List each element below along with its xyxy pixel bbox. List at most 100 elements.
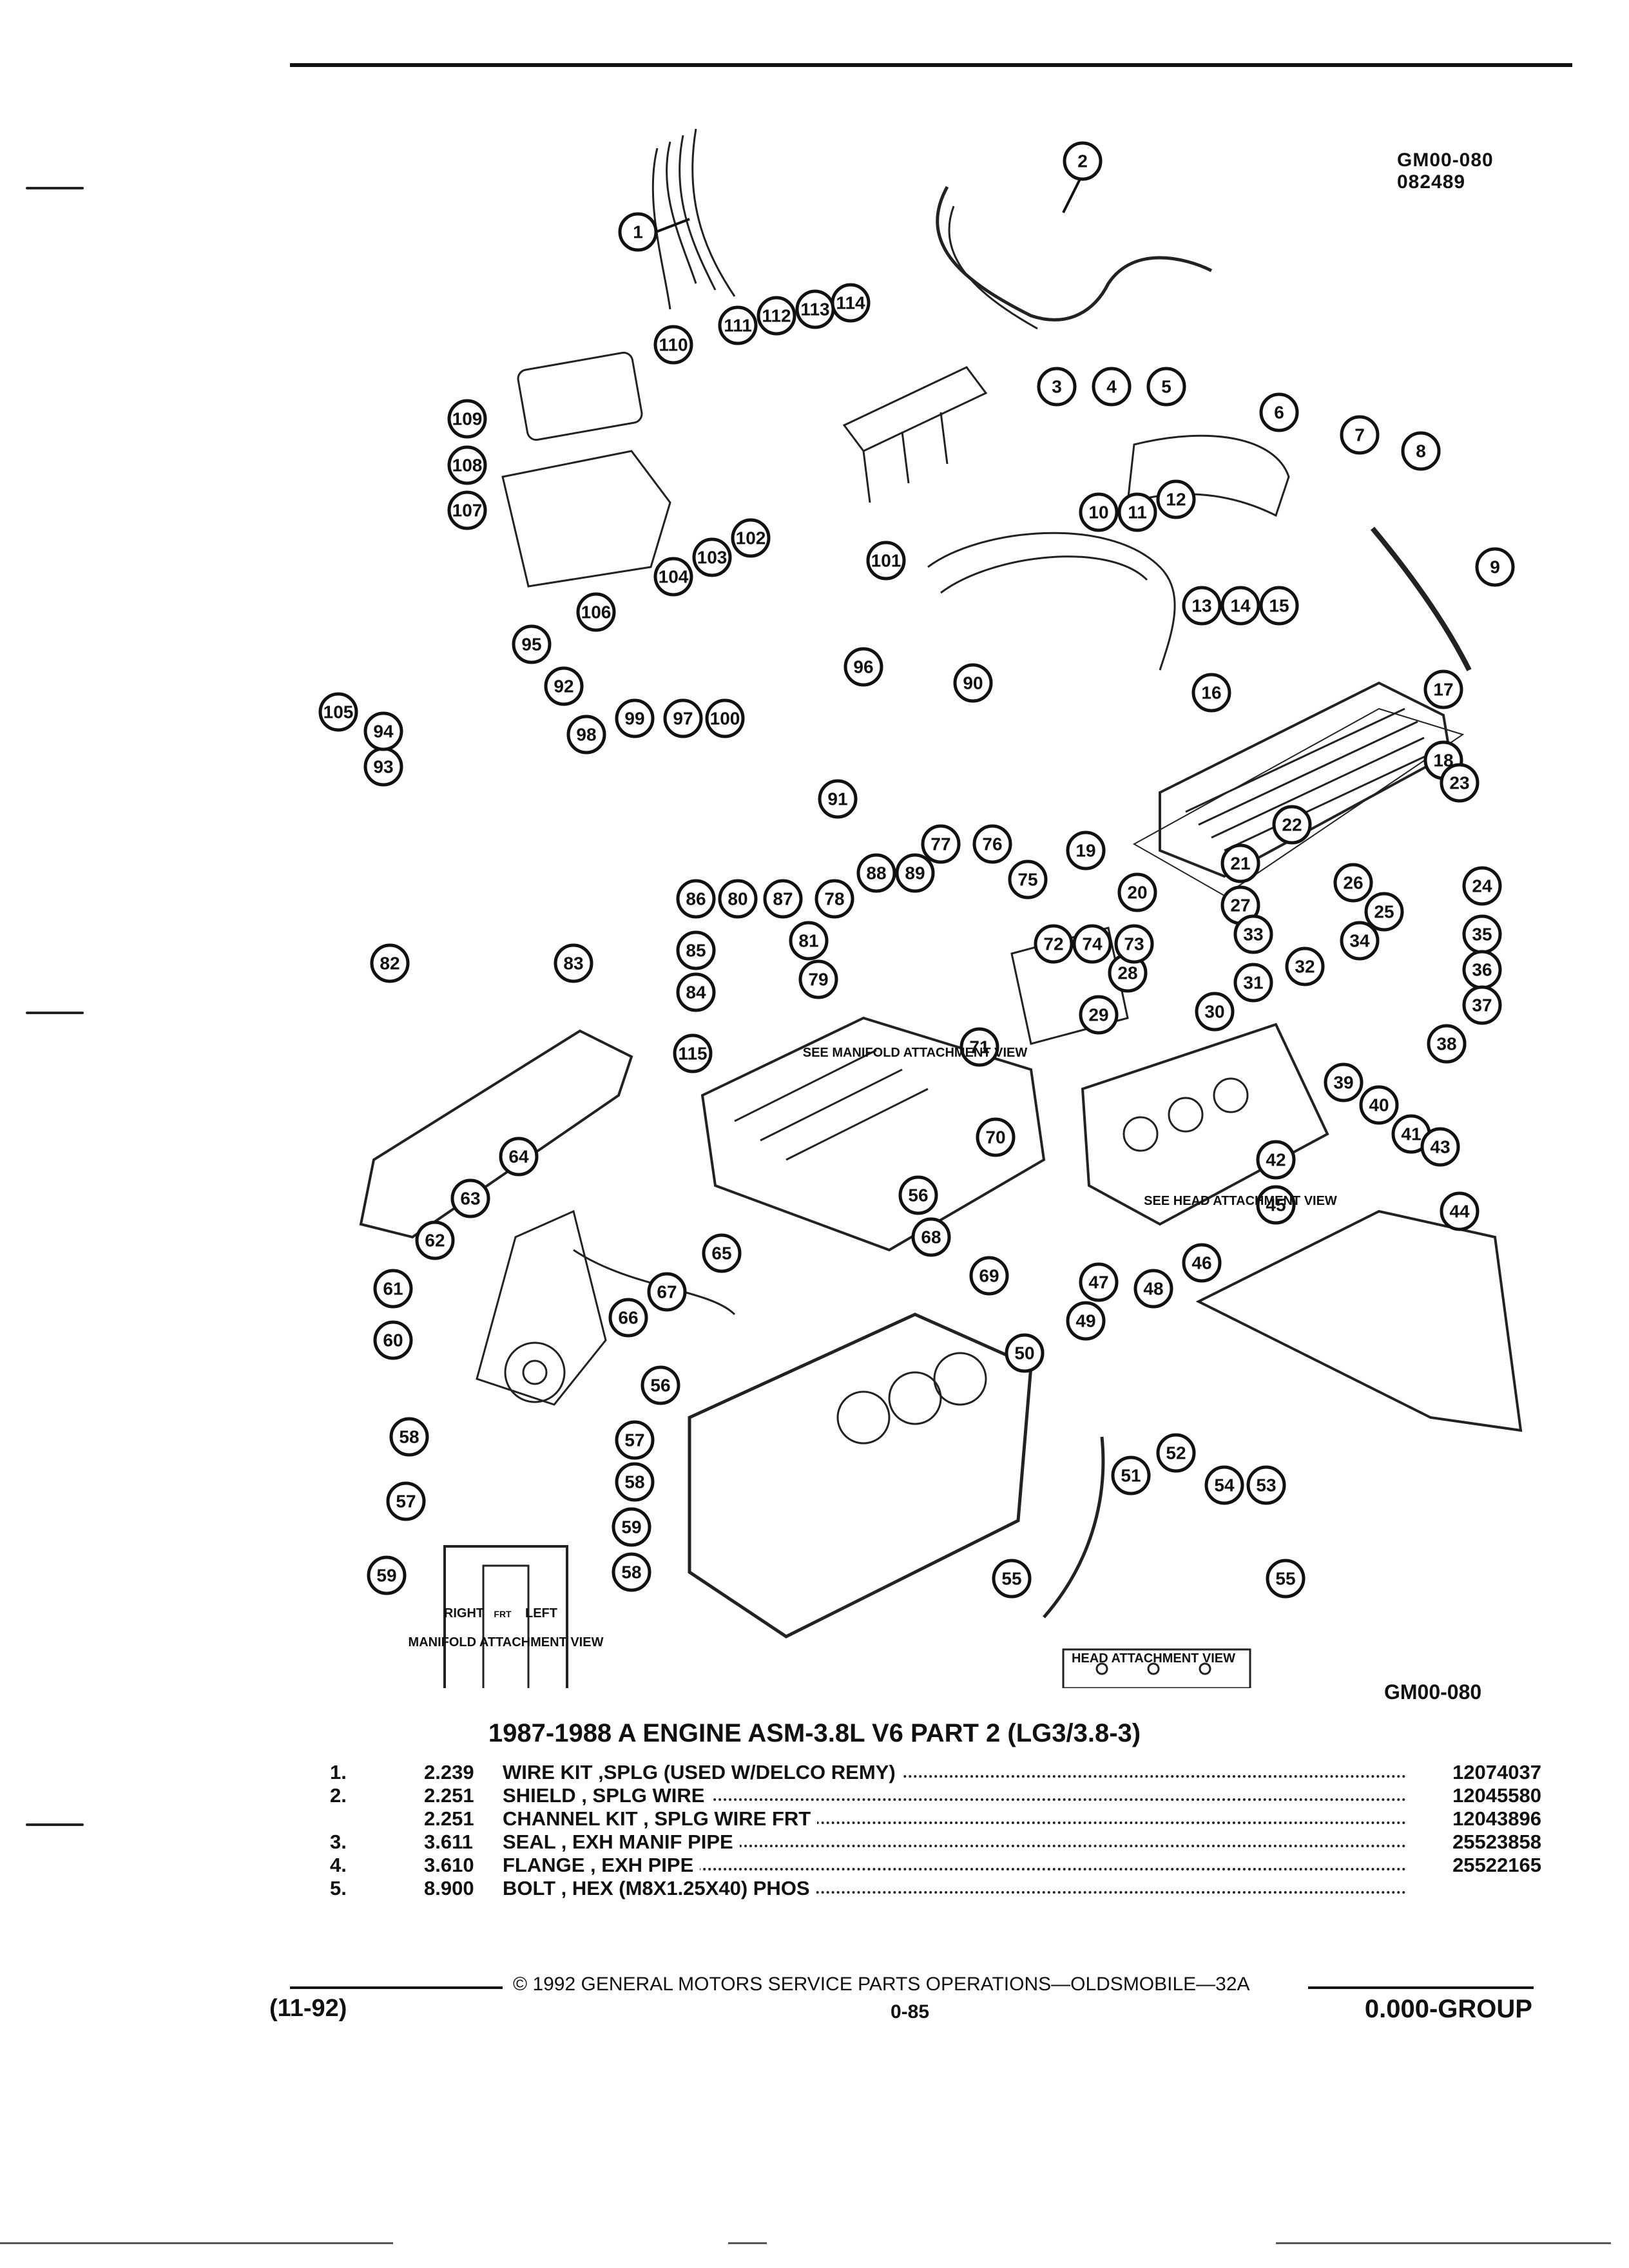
note-see-head: SEE HEAD ATTACHMENT VIEW	[1144, 1194, 1337, 1208]
callout-bubble: 70	[976, 1117, 1016, 1157]
callout-109: 109	[452, 409, 483, 429]
callout-65: 65	[711, 1244, 731, 1264]
callout-23: 23	[1449, 773, 1469, 793]
callout-bubble: 58	[615, 1462, 655, 1502]
callout-50: 50	[1014, 1343, 1034, 1363]
callout-bubble: 77	[921, 824, 961, 864]
callout-bubble: 108	[447, 445, 487, 485]
callout-bubble: 99	[615, 698, 655, 738]
callout-bubble: 79	[798, 959, 838, 999]
callout-bubble: 50	[1005, 1333, 1045, 1373]
callout-97: 97	[673, 709, 693, 729]
callout-bubble: 96	[843, 647, 883, 687]
callout-bubble: 80	[718, 879, 758, 919]
part-number: 25522165	[1446, 1854, 1541, 1877]
callout-bubble: 67	[647, 1272, 687, 1312]
callout-57b: 57	[396, 1492, 416, 1512]
part-number-index: 1.	[330, 1761, 347, 1783]
callout-bubble: 25	[1364, 892, 1404, 932]
callout-34: 34	[1349, 931, 1370, 951]
callout-bubble: 82	[370, 943, 410, 983]
leader-dots	[503, 1798, 1406, 1801]
exploded-view-diagram: 1 2 3 4 5 6 7 8 9 10 11 12 13 14 15 16 1…	[271, 116, 1547, 1715]
callout-bubble: 64	[499, 1137, 539, 1177]
revision-date: (11-92)	[269, 1995, 347, 2022]
part-row: 2.251 CHANNEL KIT , SPLG WIRE FRT 120438…	[330, 1807, 1541, 1831]
figure-date: 082489	[1397, 171, 1466, 193]
callout-19: 19	[1075, 841, 1095, 861]
callout-10: 10	[1088, 503, 1108, 523]
group-label: 0.000-GROUP	[1364, 1995, 1532, 2023]
callout-114: 114	[836, 293, 865, 313]
callout-26: 26	[1343, 873, 1363, 893]
callout-73: 73	[1124, 934, 1144, 954]
label-manifold-view: MANIFOLD ATTACHMENT VIEW	[409, 1635, 604, 1649]
callout-bubble: 7	[1340, 415, 1380, 455]
callout-bubble: 104	[653, 557, 693, 597]
callout-bubble: 93	[363, 747, 403, 787]
callout-47: 47	[1088, 1273, 1108, 1293]
callout-bubble: 59	[367, 1555, 407, 1595]
callout-bubble: 34	[1340, 921, 1380, 961]
callout-bubble: 81	[789, 921, 829, 961]
callout-48: 48	[1143, 1279, 1163, 1299]
callout-63: 63	[460, 1189, 480, 1209]
callout-bubble: 23	[1440, 763, 1480, 803]
part-number: 12043896	[1446, 1807, 1541, 1831]
part-callouts: 1 2 3 4 5 6 7 8 9 10 11 12 13 14 15 16 1…	[318, 141, 1515, 1599]
callout-bubble: 112	[757, 296, 796, 336]
callout-36: 36	[1472, 960, 1492, 980]
callout-bubble: 16	[1191, 673, 1231, 713]
callout-bubble: 11	[1117, 492, 1157, 532]
callout-25: 25	[1374, 902, 1394, 922]
part-description: SHIELD , SPLG WIRE	[503, 1784, 711, 1807]
callout-108: 108	[452, 456, 483, 476]
callout-bubble: 42	[1256, 1140, 1296, 1180]
label-left: LEFT	[525, 1606, 557, 1620]
callout-bubble: 97	[663, 698, 703, 738]
callout-bubble: 114	[831, 283, 871, 323]
callout-72: 72	[1043, 934, 1063, 954]
callout-60: 60	[383, 1331, 403, 1350]
callout-bubble: 36	[1462, 950, 1502, 990]
callout-bubble: 62	[415, 1220, 455, 1260]
leader-dots	[503, 1821, 1406, 1824]
callout-103: 103	[697, 548, 728, 568]
callout-43: 43	[1430, 1137, 1450, 1157]
callout-13: 13	[1191, 596, 1211, 616]
callout-bubble: 107	[447, 490, 487, 530]
callout-bubble: 40	[1359, 1085, 1399, 1125]
callout-21: 21	[1230, 854, 1250, 874]
callout-bubble: 12	[1156, 479, 1196, 519]
callout-95: 95	[521, 635, 541, 655]
callout-96: 96	[853, 657, 873, 677]
callout-17: 17	[1433, 680, 1453, 700]
callout-bubble: 72	[1034, 924, 1074, 964]
callout-bubble: 83	[554, 943, 593, 983]
callout-100: 100	[710, 709, 740, 729]
callout-88: 88	[866, 863, 886, 883]
callout-bubble: 106	[576, 592, 616, 632]
callout-38: 38	[1436, 1034, 1456, 1054]
callout-bubble: 43	[1420, 1127, 1460, 1167]
callout-bubble: 56	[641, 1365, 680, 1405]
callout-87: 87	[773, 889, 793, 909]
callout-bubble: 9	[1475, 547, 1515, 587]
callout-bubble: 74	[1072, 924, 1112, 964]
part-number: 25523858	[1446, 1831, 1541, 1854]
callout-bubble: 105	[318, 692, 358, 732]
bottom-rule	[1276, 2242, 1611, 2244]
callout-106: 106	[581, 602, 612, 622]
callout-83: 83	[563, 954, 583, 974]
callout-54: 54	[1214, 1475, 1235, 1495]
part-number-index: 4.	[330, 1854, 347, 1876]
callout-bubble: 8	[1401, 431, 1441, 471]
callout-74: 74	[1082, 934, 1103, 954]
part-row: 5. 8.900 BOLT , HEX (M8X1.25X40) PHOS	[330, 1877, 1541, 1900]
callout-61: 61	[383, 1279, 403, 1299]
callout-bubble: 90	[953, 663, 993, 703]
callout-39: 39	[1333, 1073, 1353, 1093]
callout-105: 105	[323, 702, 354, 722]
page-title: 1987-1988 A ENGINE ASM-3.8L V6 PART 2 (L…	[488, 1719, 1141, 1747]
callout-bubble: 113	[795, 289, 835, 329]
